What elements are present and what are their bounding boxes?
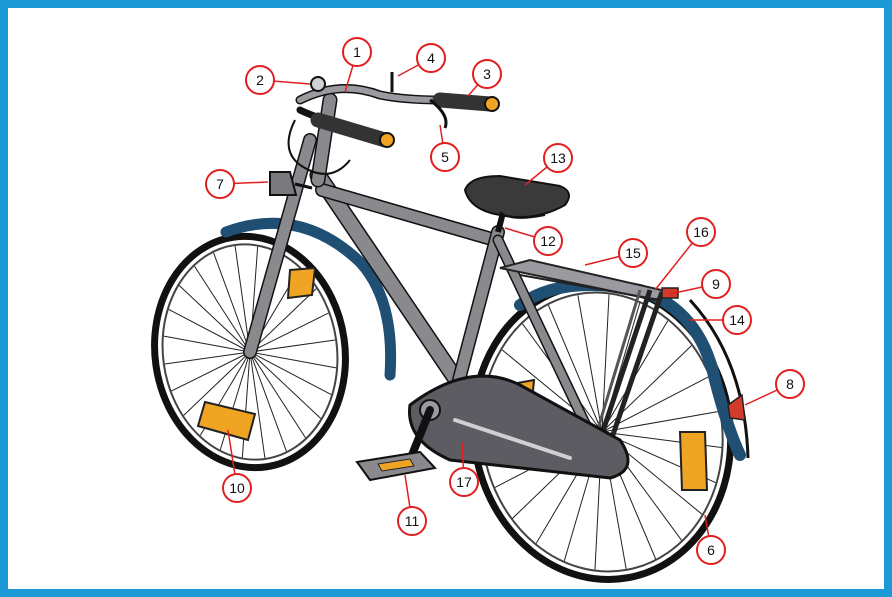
label-number: 7: [216, 176, 224, 192]
label-number: 17: [456, 474, 472, 490]
label-number: 4: [427, 50, 435, 66]
label-4: 4: [398, 44, 445, 76]
label-7: 7: [206, 170, 268, 198]
left-grip-end: [380, 133, 394, 147]
label-11: 11: [398, 475, 426, 535]
label-9: 9: [670, 270, 730, 298]
right-grip-end: [485, 97, 499, 111]
saddle: [465, 176, 569, 217]
label-number: 8: [786, 376, 794, 392]
label-number: 2: [256, 72, 264, 88]
right-grip: [440, 100, 490, 104]
front-wheel-spoke: [169, 299, 250, 362]
front-wheel-spoke: [214, 250, 250, 355]
headlight: [270, 172, 296, 195]
label-number: 10: [229, 480, 245, 496]
label-number: 6: [707, 542, 715, 558]
label-number: 9: [712, 276, 720, 292]
label-1: 1: [343, 38, 371, 92]
label-number: 14: [729, 312, 745, 328]
label-2: 2: [246, 66, 310, 94]
label-12: 12: [505, 227, 562, 255]
label-number: 12: [540, 233, 556, 249]
label-number: 13: [550, 150, 566, 166]
label-number: 3: [483, 66, 491, 82]
front-spoke-reflector: [288, 268, 315, 298]
head-tube: [318, 100, 330, 180]
front-wheel-spoke: [179, 277, 250, 360]
label-number: 1: [353, 44, 361, 60]
label-3: 3: [468, 60, 501, 96]
label-5: 5: [431, 125, 459, 171]
label-number: 11: [405, 513, 420, 529]
rear-wheel-reflector: [680, 432, 707, 490]
label-15: 15: [585, 239, 647, 267]
front-wheel-spoke: [250, 344, 321, 427]
front-wheel-spoke: [250, 349, 286, 454]
label-number: 5: [441, 149, 449, 165]
label-number: 16: [693, 224, 709, 240]
rear-reflector: [728, 395, 745, 420]
front-wheel-spoke: [250, 342, 331, 405]
label-13: 13: [525, 144, 572, 185]
bell: [311, 77, 325, 91]
label-number: 15: [625, 245, 641, 261]
label-8: 8: [745, 370, 804, 405]
front-wheel-spoke: [250, 352, 265, 458]
